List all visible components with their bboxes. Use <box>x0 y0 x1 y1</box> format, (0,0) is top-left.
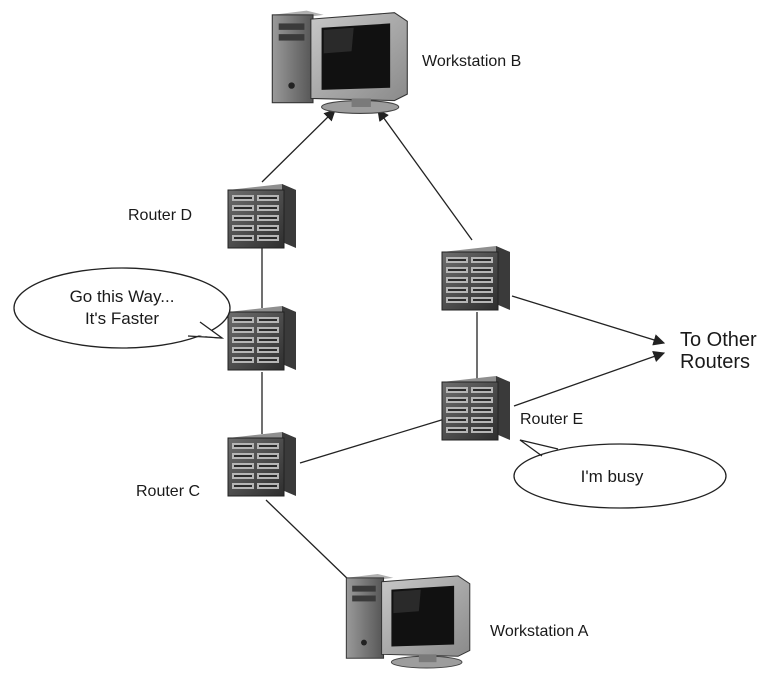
router-e-icon <box>441 375 511 441</box>
label-router-c: Router C <box>136 483 200 500</box>
router-upper-e-icon <box>441 245 511 311</box>
label-other-routers-1: To Other <box>680 329 757 351</box>
faster-callout: Go this Way... It's Faster <box>13 267 231 349</box>
link-e-to-other <box>513 350 666 407</box>
busy-callout: I'm busy <box>513 439 727 509</box>
label-other-routers-2: Routers <box>680 351 750 373</box>
link-upper-e-to-other <box>511 295 666 346</box>
connections <box>261 109 666 584</box>
link-upper-e-to-ws-b <box>377 109 473 241</box>
callout-busy: I'm busy <box>581 467 644 486</box>
link-d-to-ws-b <box>261 109 336 183</box>
label-router-d: Router D <box>128 207 192 224</box>
workstation-a-icon <box>345 573 471 669</box>
link-c-to-ws-a <box>265 499 353 584</box>
callout-faster-line1: Go this Way... <box>70 287 175 306</box>
label-workstation-a: Workstation A <box>490 623 589 640</box>
callout-faster-line2: It's Faster <box>85 309 159 328</box>
router-middle-icon <box>227 305 297 371</box>
label-workstation-b: Workstation B <box>422 53 521 70</box>
link-c-to-e <box>299 417 449 464</box>
router-c-icon <box>227 431 297 497</box>
router-d-icon <box>227 183 297 249</box>
label-router-e: Router E <box>520 411 583 428</box>
workstation-b-icon <box>271 10 408 114</box>
